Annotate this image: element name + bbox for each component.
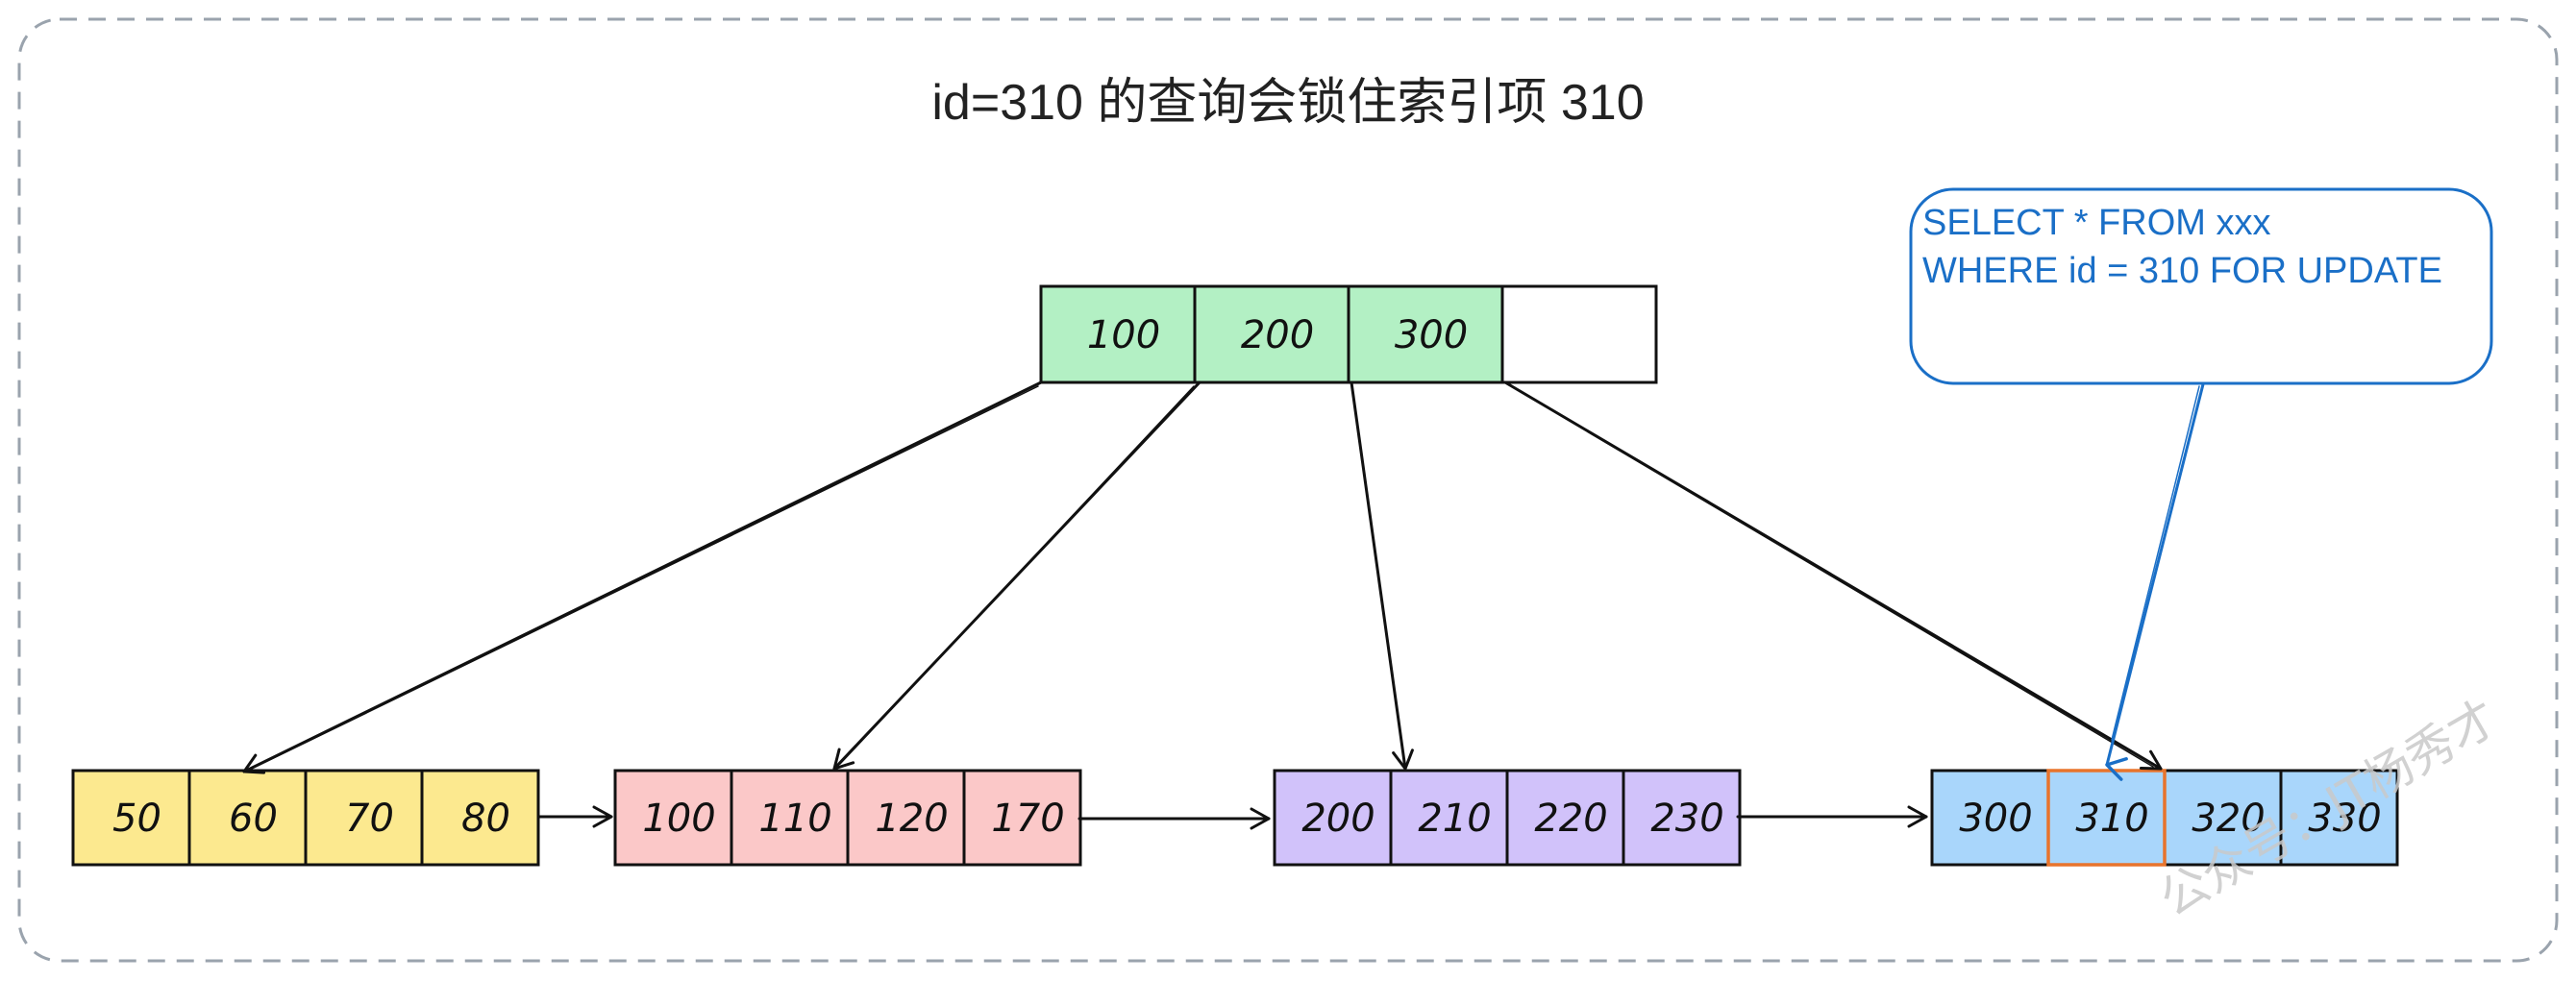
root-key-3: 300 (1395, 313, 1468, 357)
leaf-node-1: 50 60 70 80 (71, 769, 540, 867)
pointer-to-leaf-3 (1350, 380, 1414, 771)
leaf-4-key-2: 310 (2075, 797, 2148, 841)
root-key-2: 200 (1241, 313, 1314, 357)
pointer-to-leaf-4-shadow (1510, 385, 2154, 768)
leaf-3-key-2: 210 (1418, 797, 1491, 841)
root-cell-2 (1193, 284, 1350, 384)
sql-line-1: SELECT * FROM xxx (1922, 203, 2270, 243)
leaf-2-key-2: 110 (758, 797, 831, 841)
leaf-1-key-1: 50 (112, 797, 161, 841)
root-node: 100 200 300 (1039, 284, 1658, 384)
leaf-links (537, 805, 1928, 830)
leaf-3-cell-3 (1505, 769, 1625, 867)
leaf-2-key-3: 120 (875, 797, 948, 841)
leaf-2-cell-2 (730, 769, 850, 867)
leaf-2-cell-4 (962, 769, 1082, 867)
leaf-1-key-4: 80 (461, 797, 510, 841)
leaf-1-key-2: 60 (229, 797, 278, 841)
leaf-1-key-3: 70 (345, 797, 394, 841)
callout-pointer (2105, 382, 2205, 781)
leaf-node-4: 300 310 320 330 (1930, 769, 2399, 867)
diagram-title: id=310 的查询会锁住索引项 310 (931, 75, 1644, 131)
leaf-2-cell-3 (846, 769, 966, 867)
leaf-4-key-4: 330 (2308, 797, 2381, 841)
pointer-to-leaf-1 (242, 380, 1043, 774)
root-pointers (242, 380, 2163, 774)
outer-frame (17, 17, 2559, 963)
leaf-3-cell-2 (1389, 769, 1509, 867)
leaf-4-key-3: 320 (2192, 797, 2265, 841)
sql-line-2: WHERE id = 310 FOR UPDATE (1922, 251, 2442, 291)
leaf-node-3: 200 210 220 230 (1273, 769, 1742, 867)
leaf-4-cell-4 (2279, 769, 2399, 867)
sql-callout-box (1909, 187, 2493, 385)
pointer-to-leaf-1-shadow (251, 385, 1039, 770)
leaf-node-2: 100 110 120 170 (613, 769, 1082, 867)
leaf-4-cell-1 (1930, 769, 2050, 867)
leaf-2-key-1: 100 (642, 797, 715, 841)
leaf-2-key-4: 170 (991, 797, 1064, 841)
leaf-3-key-4: 230 (1650, 797, 1723, 841)
leaf-4-key-1: 300 (1959, 797, 2032, 841)
root-key-1: 100 (1087, 313, 1160, 357)
leaf-3-cell-4 (1622, 769, 1742, 867)
root-cell-3 (1347, 284, 1504, 384)
root-cell-4 (1500, 284, 1658, 384)
leaf-3-key-1: 200 (1301, 797, 1375, 841)
pointer-to-leaf-2-shadow (839, 385, 1195, 765)
leaf-3-key-3: 220 (1534, 797, 1607, 841)
